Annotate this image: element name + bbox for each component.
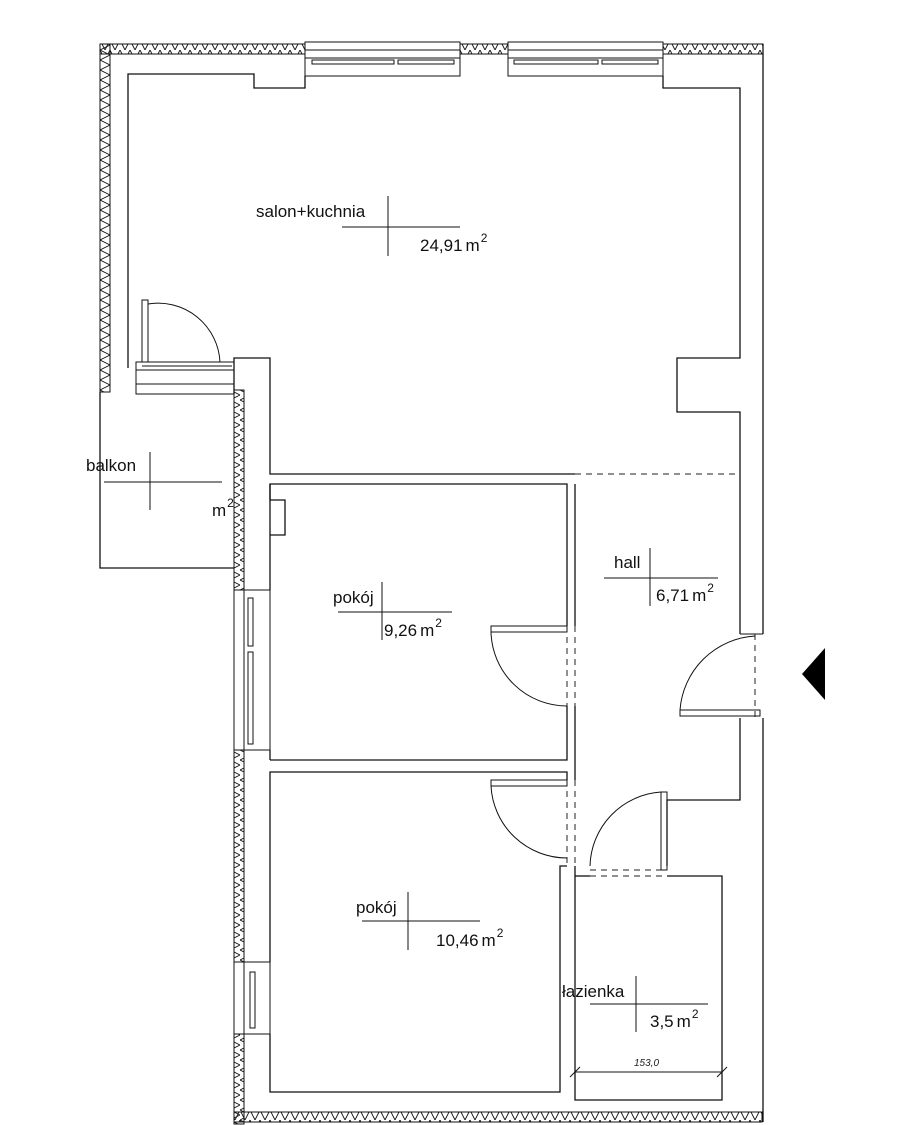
door-pokoj-1 [490, 625, 576, 707]
room-unit: m [466, 236, 480, 255]
room-unit: m [420, 621, 434, 640]
room-name: hall [614, 553, 640, 572]
room-area: 9,26 [384, 621, 417, 640]
room-unit: m [677, 1012, 691, 1031]
door-balcony [141, 299, 232, 367]
interior-walls [99, 73, 741, 1101]
room-area: 24,91 [420, 236, 463, 255]
room-unit-exponent: 2 [692, 1007, 699, 1021]
exterior-walls [99, 43, 764, 1125]
room-name: salon+kuchnia [256, 202, 366, 221]
dimension-bath: 153,0 [569, 1058, 728, 1078]
room-name: pokój [333, 588, 374, 607]
room-name: balkon [86, 456, 136, 475]
room-unit-exponent: 2 [497, 926, 504, 940]
room-unit-exponent: 2 [227, 496, 234, 510]
room-unit-exponent: 2 [481, 231, 488, 245]
room-unit: m [212, 501, 226, 520]
room-unit: m [482, 931, 496, 950]
room-label-balkon: balkon m2 [86, 452, 234, 520]
balcony-door-frame [135, 361, 235, 395]
window-pokoj-2 [233, 961, 271, 1035]
room-area: 3,5 [650, 1012, 674, 1031]
room-area: 6,71 [656, 586, 689, 605]
svg-text:m2: m2 [212, 496, 234, 520]
room-unit-exponent: 2 [435, 616, 442, 630]
window-pokoj-1 [233, 589, 271, 751]
entrance-arrow-icon [802, 648, 825, 700]
svg-text:3,5m2: 3,5m2 [650, 1007, 699, 1031]
room-name: łazienka [562, 982, 625, 1001]
window-top-left [304, 41, 461, 77]
room-unit: m [692, 586, 706, 605]
door-pokoj-2 [490, 779, 576, 866]
door-lazienka [589, 791, 668, 877]
window-top-right [507, 41, 664, 77]
room-unit-exponent: 2 [707, 581, 714, 595]
room-area: 10,46 [436, 931, 479, 950]
door-entrance [679, 633, 763, 718]
dimension-label: 153,0 [634, 1058, 659, 1069]
room-name: pokój [356, 898, 397, 917]
